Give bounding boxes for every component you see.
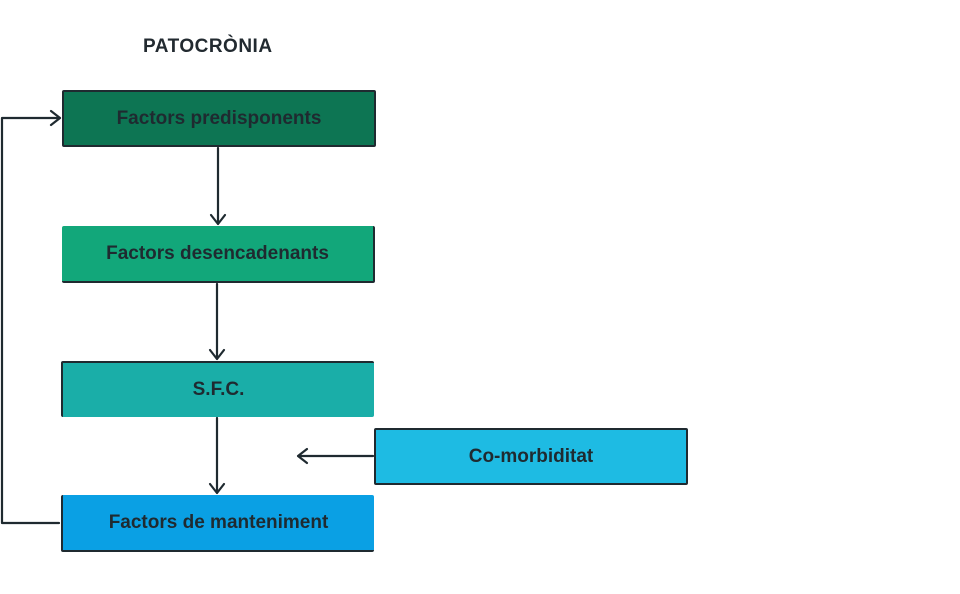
node-label: Factors predisponents	[116, 107, 322, 129]
node-label: Factors de manteniment	[108, 511, 329, 533]
diagram-title: PATOCRÒNIA	[143, 36, 273, 57]
node-sfc: S.F.C.	[61, 361, 374, 417]
node-factors-predisponents: Factors predisponents	[62, 90, 376, 147]
node-label: Co-morbiditat	[468, 445, 594, 467]
node-factors-desencadenants: Factors desencadenants	[62, 226, 375, 283]
arrow-desencadenants-to-sfc	[208, 282, 226, 361]
arrow-comorbiditat-to-link	[296, 447, 375, 465]
node-factors-manteniment: Factors de manteniment	[61, 495, 374, 552]
node-comorbiditat: Co-morbiditat	[374, 428, 688, 485]
node-label: S.F.C.	[192, 379, 245, 400]
arrow-sfc-to-manteniment	[208, 416, 226, 495]
arrow-feedback-manteniment-to-predisponents	[0, 109, 62, 525]
arrow-predisponents-to-desencadenants	[209, 146, 227, 226]
node-label: Factors desencadenants	[106, 242, 329, 264]
